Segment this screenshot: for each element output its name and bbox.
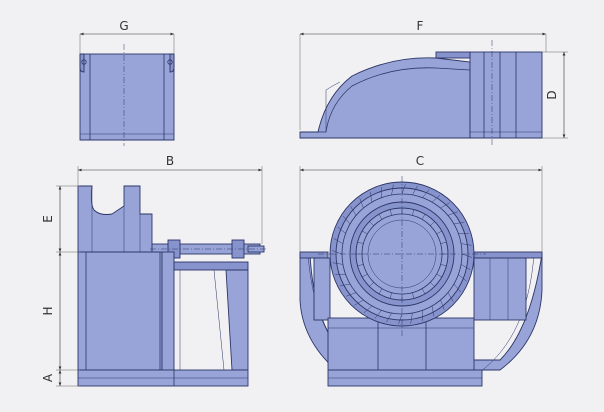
blade-line (343, 215, 351, 225)
hub-rib-line (357, 241, 364, 244)
blade-line (410, 313, 413, 324)
top-view-inlet (79, 44, 175, 146)
label-a: A (41, 373, 55, 382)
blade-line (412, 185, 418, 196)
dimension-f: F (299, 19, 547, 130)
blade-line (332, 262, 343, 265)
blade-line (422, 189, 430, 198)
blade-line (461, 243, 472, 246)
blade-line (431, 195, 441, 203)
hub-rib-line (369, 221, 374, 226)
blade-line (363, 305, 373, 313)
hub-rib-line (436, 230, 442, 235)
blade-line (354, 299, 364, 306)
label-g: G (119, 19, 128, 33)
blade-line (339, 283, 351, 287)
front-view (299, 176, 543, 387)
blade-line (440, 299, 445, 310)
blade-line (401, 184, 406, 195)
blade-line (440, 202, 450, 209)
blade-line (346, 292, 357, 297)
hub-rib-line (369, 282, 374, 287)
hub-rib-line (436, 273, 442, 278)
blade-line (460, 264, 471, 270)
dimension-d: D (542, 51, 568, 139)
label-c: C (416, 154, 424, 168)
blade-line (398, 313, 403, 324)
hub-rib-line (362, 230, 368, 235)
blade-line (447, 211, 458, 216)
top-view-scroll (299, 40, 543, 146)
blade-line (359, 198, 364, 209)
hub-rib-line (378, 288, 383, 294)
label-e: E (41, 215, 55, 223)
blade-line (391, 184, 394, 195)
blade-line (453, 283, 461, 293)
hub-rib-line (378, 214, 383, 220)
blade-line (350, 206, 357, 216)
dimension-h: H (41, 252, 80, 371)
hub-rib-line (362, 273, 368, 278)
blade-line (461, 253, 472, 258)
blade-line (332, 250, 343, 255)
blade-line (458, 274, 467, 282)
blade-line (447, 292, 454, 302)
label-f: F (417, 19, 424, 33)
blade-line (369, 191, 373, 203)
hub-rib-line (440, 264, 447, 267)
dimension-c: C (299, 154, 543, 252)
blade-line (453, 221, 465, 225)
hub-rib-line (440, 241, 447, 244)
hub-rib-line (421, 214, 426, 220)
blade-line (374, 310, 382, 319)
dimension-g: G (79, 19, 175, 54)
blade-line (431, 305, 435, 317)
hub-rib-line (389, 209, 392, 216)
hub-rib-line (412, 292, 415, 299)
blade-line (333, 238, 344, 244)
blade-line (386, 312, 392, 323)
hub-rib-line (421, 288, 426, 294)
side-view (77, 185, 266, 387)
dimension-a: A (41, 370, 80, 387)
hub-rib-line (357, 264, 364, 267)
hub-rib-line (430, 221, 435, 226)
label-d: D (545, 90, 559, 99)
dimension-e: E (41, 185, 80, 253)
label-h: H (41, 306, 55, 315)
dimension-b: B (77, 154, 263, 244)
hub-rib-line (412, 209, 415, 216)
blade-line (337, 226, 346, 234)
hub-rib-line (430, 282, 435, 287)
hub-rib-line (389, 292, 392, 299)
label-b: B (166, 154, 174, 168)
